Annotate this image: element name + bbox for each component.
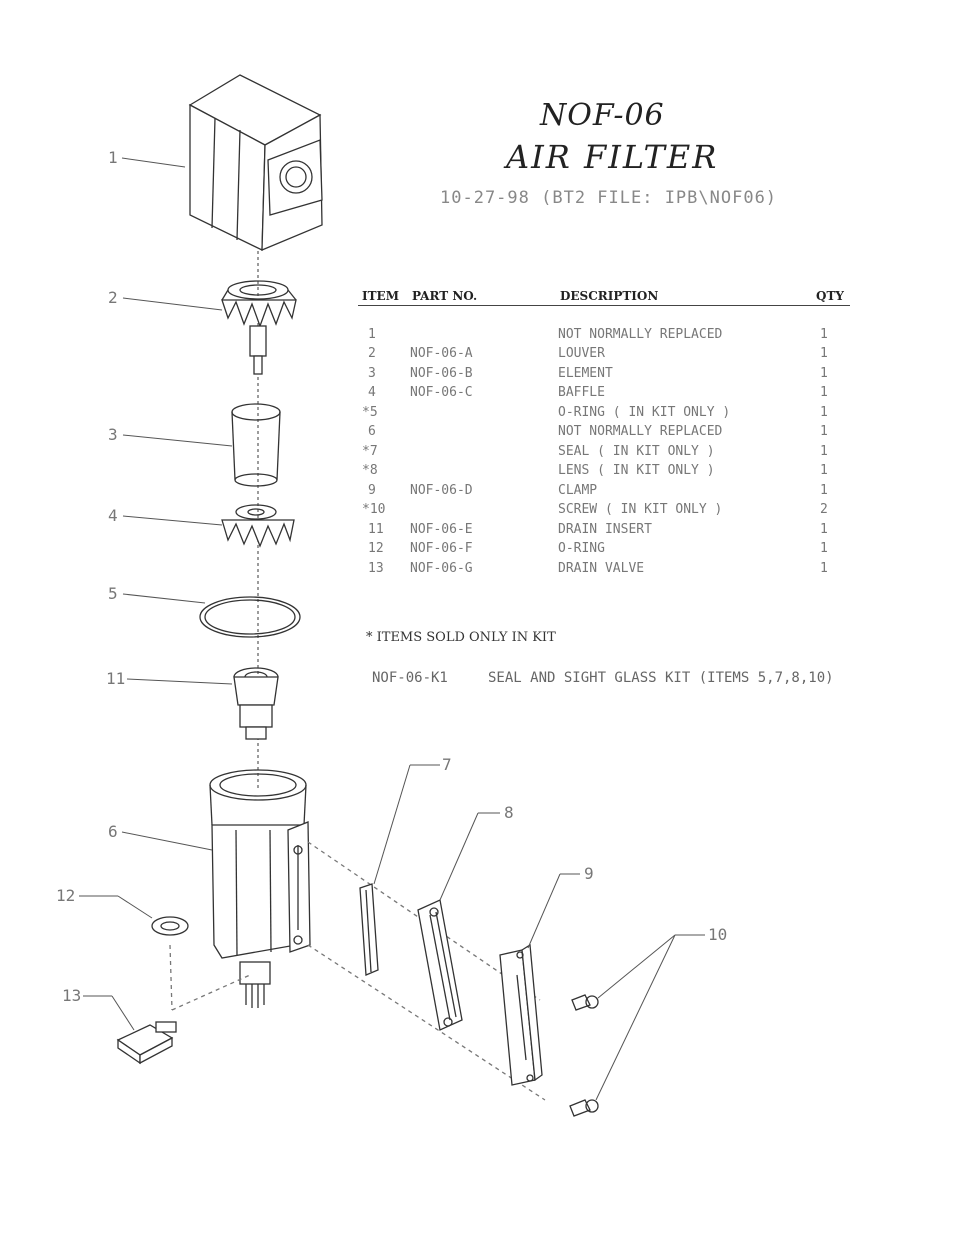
- part-number: NOF-06-C: [410, 385, 473, 400]
- description: DRAIN VALVE: [558, 561, 645, 576]
- callout-10: 10: [708, 925, 728, 944]
- quantity: 1: [820, 561, 828, 576]
- item-number: 2: [368, 346, 376, 361]
- item-number: 9: [368, 483, 376, 498]
- description: ELEMENT: [558, 366, 613, 381]
- item-number: 4: [368, 385, 376, 400]
- part-2-louver: [221, 280, 297, 375]
- description: BAFFLE: [558, 385, 605, 400]
- callout-2: 2: [108, 288, 118, 307]
- description: NOT NORMALLY REPLACED: [558, 327, 723, 342]
- quantity: 1: [820, 327, 828, 342]
- callout-3: 3: [108, 425, 118, 444]
- quantity: 1: [820, 522, 828, 537]
- item-number: 11: [368, 522, 384, 537]
- description: CLAMP: [558, 483, 598, 498]
- product-title: AIR FILTER: [506, 138, 719, 176]
- part-number: NOF-06-G: [410, 561, 473, 576]
- callout-leaders: [79, 157, 705, 1101]
- part-number: NOF-06-F: [410, 541, 473, 556]
- kit-part-number: NOF-06-K1: [372, 670, 448, 686]
- part-1-head-block: [188, 74, 323, 252]
- quantity: 1: [820, 541, 828, 556]
- description: NOT NORMALLY REPLACED: [558, 424, 723, 439]
- item-number: *10: [362, 502, 386, 517]
- part-5-o-ring: [199, 596, 301, 638]
- description: DRAIN INSERT: [558, 522, 652, 537]
- callout-13: 13: [62, 986, 82, 1005]
- callout-8: 8: [504, 803, 514, 822]
- quantity: 1: [820, 463, 828, 478]
- description: O-RING ( IN KIT ONLY ): [558, 405, 731, 420]
- quantity: 1: [820, 366, 828, 381]
- item-number: *5: [362, 405, 378, 420]
- quantity: 1: [820, 405, 828, 420]
- callout-7: 7: [442, 755, 452, 774]
- quantity: 1: [820, 483, 828, 498]
- callout-5: 5: [108, 584, 118, 603]
- callout-9: 9: [584, 864, 594, 883]
- file-subtitle: 10-27-98 (BT2 FILE: IPB\NOF06): [440, 188, 778, 208]
- part-11-drain-insert: [233, 667, 279, 740]
- quantity: 1: [820, 444, 828, 459]
- callout-11: 11: [106, 669, 126, 688]
- part-number: NOF-06-E: [410, 522, 473, 537]
- part-6-bowl: [209, 769, 311, 1008]
- item-number: *8: [362, 463, 378, 478]
- part-number: NOF-06-B: [410, 366, 473, 381]
- kit-description: SEAL AND SIGHT GLASS KIT (ITEMS 5,7,8,10…: [488, 670, 834, 686]
- part-10-screws: [569, 994, 599, 1117]
- model-title: NOF-06: [540, 98, 665, 133]
- quantity: 2: [820, 502, 828, 517]
- part-13-drain-valve: [116, 1021, 177, 1065]
- callout-12: 12: [56, 886, 76, 905]
- part-number: NOF-06-D: [410, 483, 473, 498]
- part-9-clamp: [499, 943, 543, 1086]
- description: SEAL ( IN KIT ONLY ): [558, 444, 715, 459]
- description: LENS ( IN KIT ONLY ): [558, 463, 715, 478]
- item-number: 12: [368, 541, 384, 556]
- description: SCREW ( IN KIT ONLY ): [558, 502, 723, 517]
- quantity: 1: [820, 346, 828, 361]
- part-12-drain-o-ring: [151, 916, 189, 936]
- kit-note: * ITEMS SOLD ONLY IN KIT: [366, 630, 556, 645]
- quantity: 1: [820, 385, 828, 400]
- callout-1: 1: [108, 148, 118, 167]
- column-header-description: DESCRIPTION: [560, 289, 659, 303]
- part-4-baffle: [221, 504, 295, 548]
- header-rule: [358, 305, 850, 306]
- item-number: 1: [368, 327, 376, 342]
- callout-6: 6: [108, 822, 118, 841]
- description: O-RING: [558, 541, 605, 556]
- item-number: 13: [368, 561, 384, 576]
- item-number: *7: [362, 444, 378, 459]
- part-7-seal: [359, 883, 379, 976]
- part-3-element: [231, 403, 281, 487]
- column-header-item: ITEM: [362, 289, 399, 303]
- column-header-qty: QTY: [816, 289, 844, 303]
- quantity: 1: [820, 424, 828, 439]
- item-number: 6: [368, 424, 376, 439]
- part-8-lens: [417, 899, 463, 1031]
- item-number: 3: [368, 366, 376, 381]
- description: LOUVER: [558, 346, 605, 361]
- column-header-part: PART NO.: [412, 289, 478, 303]
- part-number: NOF-06-A: [410, 346, 473, 361]
- callout-4: 4: [108, 506, 118, 525]
